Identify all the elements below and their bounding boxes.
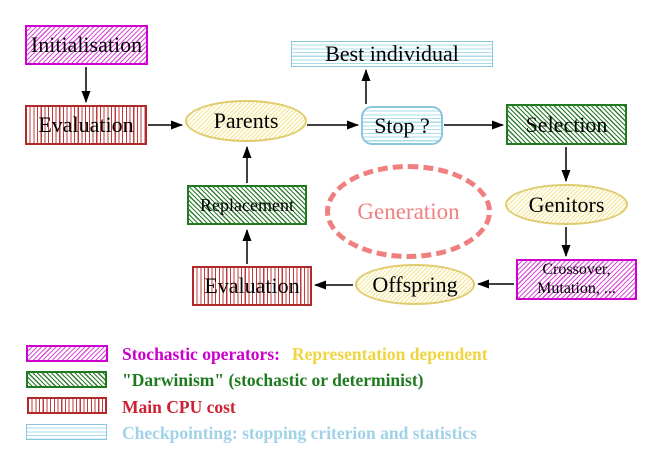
legend-swatch-checkpointing (26, 424, 107, 440)
legend-swatch-cpu (27, 397, 107, 414)
node-replacement: Replacement (187, 185, 307, 225)
legend-label-darwinism: "Darwinism" (stochastic or determinist) (122, 370, 424, 390)
node-best-individual: Best individual (291, 41, 493, 67)
legend-label-stochastic: Stochastic operators: Representation depe… (122, 344, 488, 364)
node-crossover-mutation: Crossover, Mutation, ... (516, 259, 637, 300)
legend-label-checkpointing: Checkpointing: stopping criterion and st… (122, 423, 477, 443)
node-evaluation-bottom: Evaluation (192, 266, 312, 306)
node-parents: Parents (185, 100, 307, 142)
legend-stochastic-text: Stochastic operators: (122, 344, 280, 364)
node-evaluation-top: Evaluation (25, 105, 147, 145)
crossover-line1: Crossover, (542, 261, 611, 279)
node-offspring: Offspring (355, 264, 475, 305)
legend-swatch-darwinism (26, 371, 107, 388)
node-stop: Stop ? (361, 106, 443, 145)
crossover-line2: Mutation, ... (537, 279, 616, 297)
legend-label-cpu: Main CPU cost (122, 397, 236, 417)
legend-representation-text: Representation dependent (291, 344, 488, 364)
node-genitors: Genitors (505, 184, 628, 225)
legend-swatch-stochastic (26, 345, 108, 362)
node-selection: Selection (506, 104, 627, 145)
node-initialisation: Initialisation (25, 25, 148, 65)
node-generation-loop: Generation (325, 164, 492, 259)
